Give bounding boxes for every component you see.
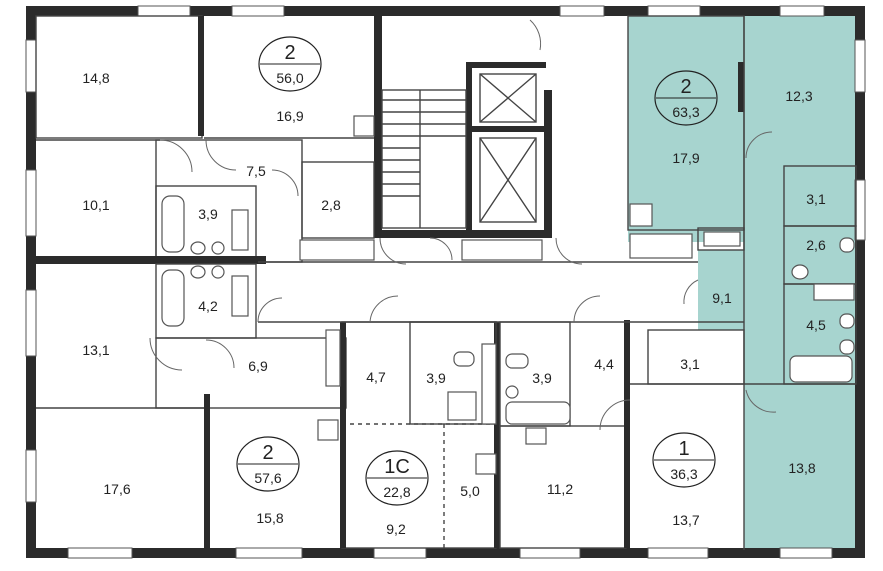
room-area-label: 2,6 — [806, 237, 826, 253]
apartment-rooms: 2 — [262, 442, 273, 464]
room-area-label: 4,2 — [198, 298, 218, 314]
apartment-badge[interactable]: 2 63,3 — [654, 70, 718, 126]
apartment-rooms: 1 — [678, 438, 689, 460]
outer-walls — [25, 5, 866, 559]
apartment-rooms: 2 — [680, 76, 691, 98]
room-area-label: 2,8 — [321, 197, 341, 213]
highlighted-apartment[interactable] — [628, 14, 856, 550]
room-area-label: 9,2 — [386, 521, 406, 537]
apartment-area: 22,8 — [383, 484, 410, 500]
doors — [149, 19, 777, 431]
room-area-label: 12,3 — [785, 88, 812, 104]
room-area-label: 5,0 — [460, 483, 480, 499]
room-area-labels: 14,8 16,9 7,5 2,8 10,1 3,9 4,2 13,1 6,9 … — [82, 70, 826, 537]
apartment-badge[interactable]: 1 36,3 — [652, 432, 716, 488]
room-area-label: 7,5 — [246, 163, 266, 179]
room-area-label: 15,8 — [256, 510, 283, 526]
room-area-label: 3,9 — [426, 370, 446, 386]
apartment-badge[interactable]: 2 56,0 — [258, 36, 322, 92]
room-area-label: 17,6 — [103, 481, 130, 497]
staircase — [381, 89, 467, 229]
room-area-label: 3,9 — [198, 206, 218, 222]
apartment-badge[interactable]: 1С 22,8 — [365, 450, 429, 506]
bathroom-fixtures — [161, 115, 855, 475]
room-area-label: 4,5 — [806, 317, 826, 333]
room-area-label: 3,1 — [806, 191, 826, 207]
room-area-label: 3,1 — [680, 356, 700, 372]
room-area-label: 3,9 — [532, 370, 552, 386]
apartment-area: 56,0 — [276, 70, 303, 86]
room-area-label: 16,9 — [276, 108, 303, 124]
room-area-label: 9,1 — [712, 290, 732, 306]
room-area-label: 10,1 — [82, 197, 109, 213]
room-area-label: 13,8 — [788, 460, 815, 476]
apartment-rooms: 1С — [384, 456, 410, 478]
room-area-label: 4,7 — [366, 369, 386, 385]
room-area-label: 17,9 — [672, 150, 699, 166]
room-area-label: 4,4 — [594, 356, 614, 372]
inner-walls — [35, 15, 857, 550]
apartment-area: 57,6 — [254, 470, 281, 486]
room-area-label: 14,8 — [82, 70, 109, 86]
elevator-shaft — [479, 73, 537, 223]
room-area-label: 13,7 — [672, 512, 699, 528]
apartment-area: 36,3 — [670, 466, 697, 482]
room-area-label: 13,1 — [82, 342, 109, 358]
apartment-rooms: 2 — [284, 42, 295, 64]
apartment-area: 63,3 — [672, 104, 699, 120]
apartment-badge[interactable]: 2 57,6 — [236, 436, 300, 492]
room-area-label: 6,9 — [248, 358, 268, 374]
room-area-label: 11,2 — [547, 481, 573, 497]
